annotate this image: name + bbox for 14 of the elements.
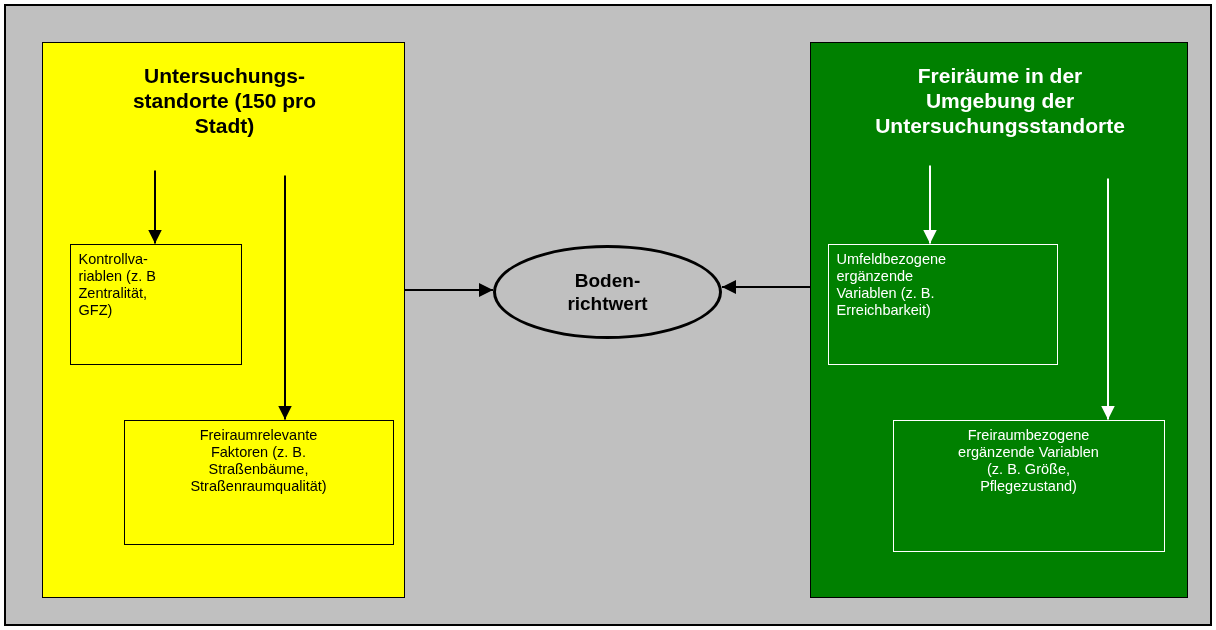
arrow: [404, 283, 494, 297]
arrow: [148, 169, 162, 245]
arrow: [721, 280, 811, 294]
arrow: [923, 164, 937, 245]
arrow: [1101, 177, 1115, 421]
arrow: [278, 174, 292, 421]
group-panel: [42, 42, 405, 598]
variable-box: Freiraumrelevante Faktoren (z. B. Straßenbäume, Straßenraumqualität): [123, 419, 394, 545]
panel-heading: Freiräume in der Umgebung der Untersuchungsstandorte: [874, 63, 1126, 138]
variable-box: Umfeldbezogene ergänzende Variablen (z. B. Erreichbarkeit): [827, 243, 1058, 365]
variable-box: Kontrollva- riablen (z. B Zentralität, GFZ): [69, 243, 242, 365]
panel-heading: Untersuchungs- standorte (150 pro Stadt): [132, 63, 317, 138]
group-panel: [810, 42, 1188, 598]
variable-box: Freiraumbezogene ergänzende Variablen (z. B. Größe, Pflegezustand): [892, 419, 1165, 552]
